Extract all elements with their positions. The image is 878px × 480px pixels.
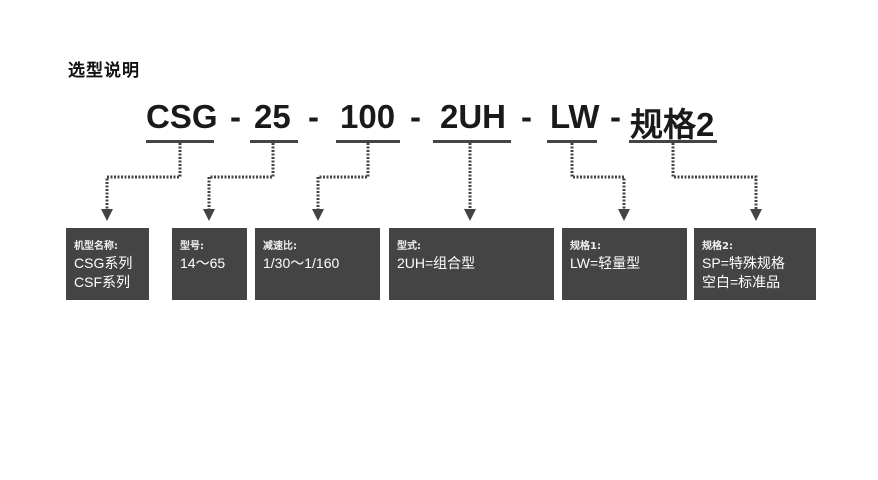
box-value: 1/30～1/160	[263, 255, 340, 271]
box-value: SP=特殊规格	[702, 255, 785, 271]
box-ratio: 减速比: 1/30～1/160	[255, 228, 380, 300]
box-spec1: 规格1: LW=轻量型	[562, 228, 687, 300]
arrow-head-icon	[312, 209, 324, 221]
separator: -	[410, 98, 421, 135]
code-part-type: 2UH	[440, 98, 507, 135]
box-series: 机型名称: CSG系列 CSF系列	[66, 228, 149, 300]
box-value: 空白=标准品	[702, 274, 781, 290]
separator: -	[230, 98, 241, 135]
box-spec2: 规格2: SP=特殊规格 空白=标准品	[694, 228, 816, 300]
box-label: 减速比:	[263, 241, 297, 252]
box-label: 规格1:	[570, 241, 601, 252]
underline-type	[433, 140, 511, 143]
box-value: CSG系列	[74, 255, 133, 271]
connector-spec1	[570, 143, 626, 210]
underline-series	[146, 140, 214, 143]
code-part-size: 25	[254, 98, 291, 135]
connector-series	[105, 143, 182, 210]
box-label: 型式:	[397, 241, 421, 252]
box-value: CSF系列	[74, 274, 130, 290]
code-part-spec1: LW	[550, 98, 600, 135]
box-value: 14～65	[180, 255, 226, 271]
code-part-ratio: 100	[340, 98, 396, 135]
separator: -	[610, 98, 621, 135]
separator: -	[308, 98, 319, 135]
box-size: 型号: 14～65	[172, 228, 247, 300]
box-value: 2UH=组合型	[397, 255, 476, 271]
box-value: LW=轻量型	[570, 255, 641, 271]
connector-ratio	[316, 143, 370, 210]
arrow-head-icon	[203, 209, 215, 221]
code-part-series: CSG	[146, 98, 218, 135]
box-type: 型式: 2UH=组合型	[389, 228, 554, 300]
box-label: 规格2:	[702, 241, 733, 252]
underline-spec1	[547, 140, 597, 143]
connector-spec2	[671, 143, 758, 210]
arrow-head-icon	[750, 209, 762, 221]
separator: -	[521, 98, 532, 135]
arrow-head-icon	[618, 209, 630, 221]
arrow-head-icon	[464, 209, 476, 221]
code-part-spec2: 规格2	[630, 106, 715, 143]
underline-size	[250, 140, 298, 143]
underline-spec2	[629, 140, 717, 143]
box-label: 机型名称:	[74, 241, 118, 252]
box-label: 型号:	[180, 241, 204, 252]
connector-size	[207, 143, 275, 210]
underline-ratio	[336, 140, 400, 143]
arrow-head-icon	[101, 209, 113, 221]
page-title: 选型说明	[68, 61, 140, 81]
